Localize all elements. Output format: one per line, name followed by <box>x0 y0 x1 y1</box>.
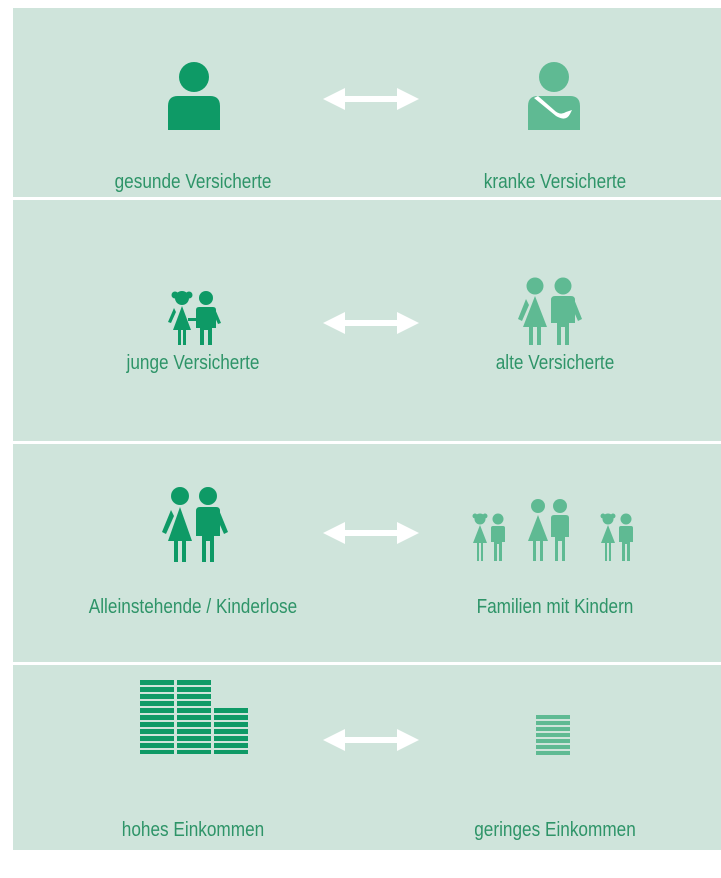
elderly-couple-icon <box>518 277 582 345</box>
row-age: junge Versicherte alte Versicherte <box>13 200 721 441</box>
row-income: hohes Einkommen geringes Einkommen <box>13 665 721 850</box>
left-label: Alleinstehende / Kinderlose <box>88 596 298 618</box>
sick-person-icon <box>528 62 580 130</box>
right-label: alte Versicherte <box>495 352 615 374</box>
right-label: geringes Einkommen <box>474 819 636 841</box>
double-arrow-icon <box>323 88 419 110</box>
double-arrow-icon <box>323 729 419 751</box>
left-label: junge Versicherte <box>126 352 260 374</box>
right-label: kranke Versicherte <box>483 171 627 193</box>
row-family: Alleinstehende / Kinderlose Familien mit… <box>13 444 721 662</box>
young-children-icon <box>168 291 221 345</box>
double-arrow-icon <box>323 522 419 544</box>
high-income-stack-icon <box>140 680 248 754</box>
single-adults-icon <box>162 487 228 562</box>
family-with-children-icon <box>472 499 633 561</box>
healthy-person-icon <box>168 62 220 130</box>
right-label: Familien mit Kindern <box>476 596 634 618</box>
double-arrow-icon <box>323 312 419 334</box>
low-income-stack-icon <box>536 715 570 755</box>
row-health: gesunde Versicherte kranke Versicherte <box>13 8 721 197</box>
left-label: gesunde Versicherte <box>114 171 272 193</box>
left-label: hohes Einkommen <box>121 819 265 841</box>
